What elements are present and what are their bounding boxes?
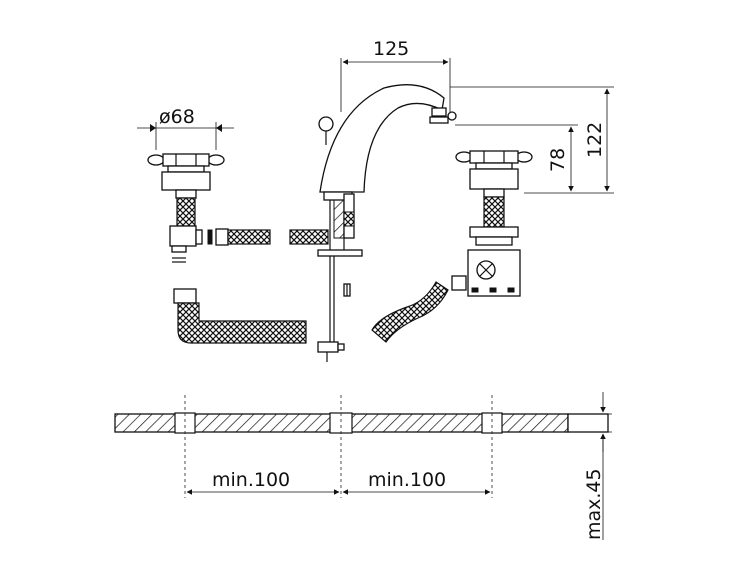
spout — [289, 84, 457, 362]
spout-reach-label: 125 — [373, 38, 409, 60]
dimension-outlet-height: 78 — [455, 124, 578, 192]
left-lower-hose — [173, 288, 307, 344]
dimension-spacing: min.100 min.100 — [186, 469, 491, 495]
dimension-spout-reach: 125 — [340, 38, 451, 112]
right-hose — [371, 281, 449, 343]
outlet-height-label: 78 — [547, 148, 569, 172]
deck-section — [114, 395, 609, 498]
spacing-right-label: min.100 — [368, 469, 446, 491]
dimension-deck-thickness: max.45 — [568, 392, 612, 540]
total-height-label: 122 — [584, 122, 606, 158]
spacing-left-label: min.100 — [212, 469, 290, 491]
dimension-rosette-diameter: ø68 — [137, 106, 234, 150]
rosette-diameter-label: ø68 — [159, 106, 195, 128]
left-upper-hose — [227, 229, 271, 245]
deck-thickness-label: max.45 — [583, 468, 605, 540]
left-valve — [147, 153, 229, 263]
dimension-total-height: 122 — [450, 86, 614, 194]
right-valve — [451, 150, 533, 297]
